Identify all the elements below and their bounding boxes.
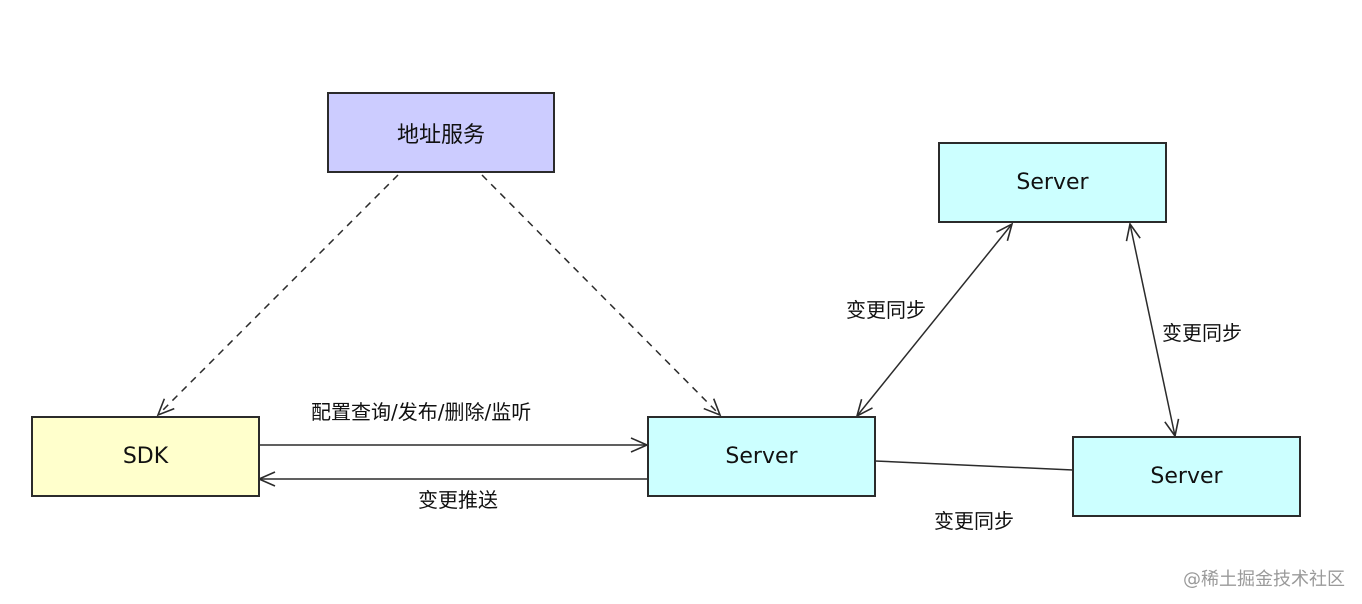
- watermark-text: @稀土掘金技术社区: [1183, 569, 1345, 590]
- server-right-node: Server: [1072, 436, 1301, 517]
- address-service-node: 地址服务: [327, 92, 555, 173]
- server-top-node: Server: [938, 142, 1167, 223]
- server-main-node: Server: [647, 416, 876, 497]
- server-top-right-sync-label: 变更同步: [1162, 321, 1242, 345]
- edge-server-main-top-sync: [855, 222, 1014, 418]
- sdk-label: SDK: [122, 444, 169, 469]
- server-main-top-sync-label: 变更同步: [846, 298, 926, 322]
- sdk-to-server-label: 配置查询/发布/删除/监听: [311, 400, 532, 424]
- sdk-node: SDK: [31, 416, 260, 497]
- server-main-label: Server: [725, 444, 798, 469]
- server-right-label: Server: [1150, 464, 1223, 489]
- edge-server-top-right-sync: [1125, 222, 1180, 438]
- address-service-label: 地址服务: [396, 122, 485, 148]
- edge-address-to-sdk: [156, 174, 399, 417]
- server-main-right-sync-label: 变更同步: [934, 509, 1014, 533]
- edge-address-to-server: [481, 174, 722, 417]
- server-to-sdk-label: 变更推送: [418, 488, 498, 512]
- server-top-label: Server: [1016, 170, 1089, 195]
- edge-server-main-right-sync: [874, 460, 1074, 471]
